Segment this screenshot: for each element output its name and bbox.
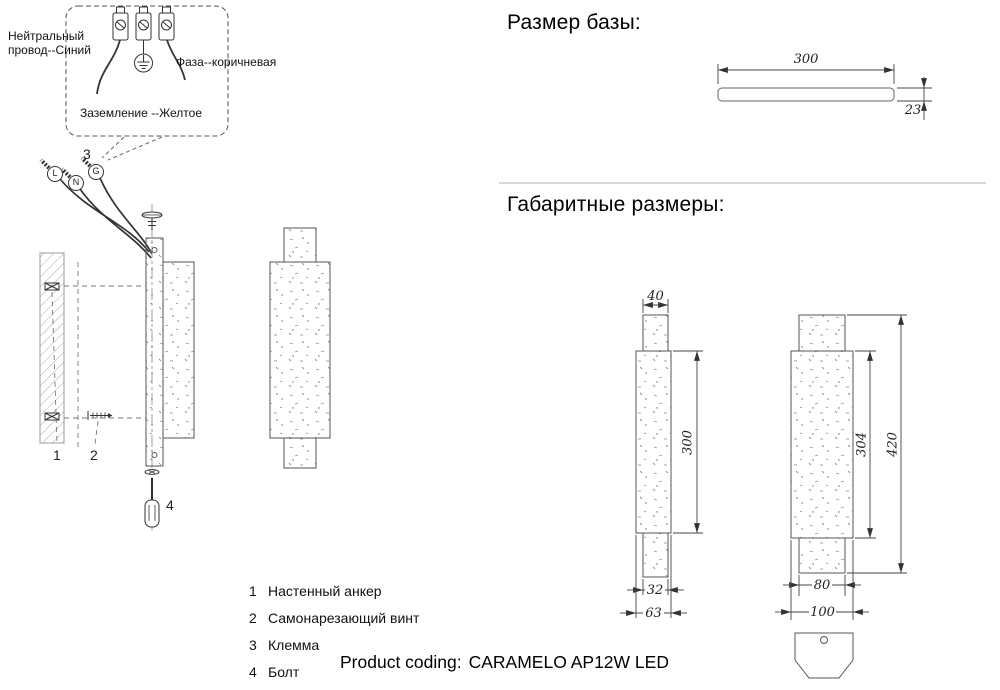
legend-item-2: 2 Самонарезающий винт [249, 610, 419, 626]
product-coding-value: CARAMELO AP12W LED [468, 652, 669, 672]
product-coding: Product coding: CARAMELO AP12W LED [340, 652, 669, 673]
dim-base-width: 300 [793, 52, 819, 67]
phase-wire [166, 39, 186, 81]
legend-label-2: Самонарезающий винт [268, 610, 420, 626]
earth-symbol [134, 40, 153, 73]
phase-wire-label: Фаза--коричневая [176, 55, 277, 69]
callout-4: 4 [166, 497, 174, 513]
callout-1: 1 [53, 447, 61, 463]
wire-terminals-drawing [39, 156, 153, 259]
self-tapping-screw-icon [87, 411, 113, 420]
legend-num-2: 2 [249, 610, 257, 626]
dim-small-overall-width: 63 [643, 606, 664, 621]
lamp-side-view [145, 237, 195, 467]
dim-large-bottom-width: 80 [812, 578, 832, 593]
wall-section [39, 252, 65, 444]
dim-small-top-width: 40 [647, 289, 664, 304]
legend-label-4: Болт [268, 664, 300, 680]
dim-small-body-height: 300 [680, 430, 696, 455]
inset-leader-lines [101, 136, 163, 161]
dimension-lamp-small [620, 299, 703, 618]
callout-3: 3 [83, 146, 91, 162]
legend-item-3: 3 Клемма [249, 637, 319, 653]
neutral-wire-label: Нейтральный провод--Синий [8, 29, 91, 57]
top-screw-icon [141, 211, 163, 230]
lamp-bottom-view [794, 632, 854, 679]
legend-num-4: 4 [249, 664, 257, 680]
neutral-wire [96, 39, 121, 95]
dim-base-thickness: 23 [904, 103, 922, 118]
legend-label-3: Клемма [268, 637, 320, 653]
terminal-l-label: L [52, 168, 58, 178]
ground-wire-label: Заземление --Желтое [80, 106, 203, 120]
callout-2: 2 [90, 447, 98, 463]
legend-item-4: 4 Болт [249, 664, 299, 680]
legend-num-3: 3 [249, 637, 257, 653]
base-size-drawing [717, 64, 932, 120]
legend-item-1: 1 Настенный анкер [249, 583, 382, 599]
legend-num-1: 1 [249, 583, 257, 599]
legend-label-1: Настенный анкер [268, 583, 382, 599]
wiring-inset-drawing [65, 5, 229, 161]
terminal-n-label: N [72, 177, 80, 187]
dim-large-body-height: 304 [854, 432, 870, 457]
dim-large-overall-width: 100 [809, 605, 836, 620]
dim-small-bottom-width: 32 [645, 583, 665, 598]
projection-dashed-lines [51, 262, 146, 448]
base-size-title: Размер базы: [507, 11, 641, 34]
dimension-lamp-large [775, 314, 907, 679]
screwdriver-icon [144, 469, 160, 528]
wall-anchor-symbols [44, 282, 60, 421]
overall-size-title: Габаритные размеры: [507, 193, 725, 216]
lamp-front-view [269, 227, 331, 469]
dim-large-overall-height: 420 [885, 432, 901, 457]
product-coding-label: Product coding: [340, 652, 462, 672]
terminal-g-label: G [92, 166, 100, 176]
